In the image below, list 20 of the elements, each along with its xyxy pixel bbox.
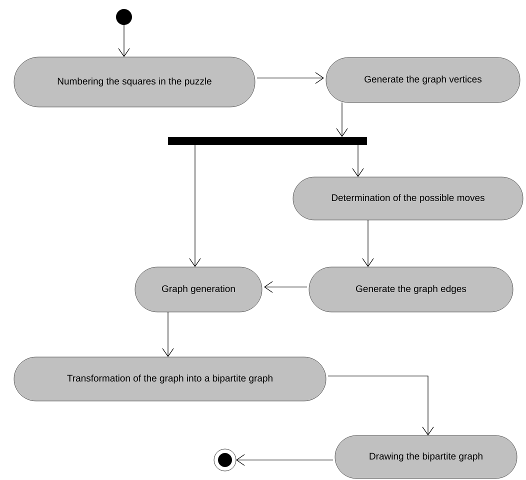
action-box: Determination of the possible moves [292, 176, 524, 220]
arrow [352, 144, 364, 177]
arrow [264, 281, 308, 293]
arrow [336, 102, 348, 137]
action-box: Drawing the bipartite graph [334, 435, 518, 479]
arrow [162, 312, 174, 357]
fork-bar [168, 137, 367, 145]
arrow [256, 72, 324, 84]
action-box: Numbering the squares in the puzzle [14, 56, 256, 108]
end-node [214, 448, 236, 472]
arrow [328, 376, 434, 436]
arrow [236, 454, 334, 466]
action-box: Generate the graph edges [308, 266, 514, 312]
arrow [362, 220, 374, 267]
action-box: Transformation of the graph into a bipartite graph [14, 356, 326, 402]
arrow [189, 144, 201, 267]
action-box: Generate the graph vertices [326, 57, 520, 103]
start-node [116, 9, 132, 25]
arrow [118, 24, 130, 57]
action-box: Graph generation [134, 266, 262, 312]
